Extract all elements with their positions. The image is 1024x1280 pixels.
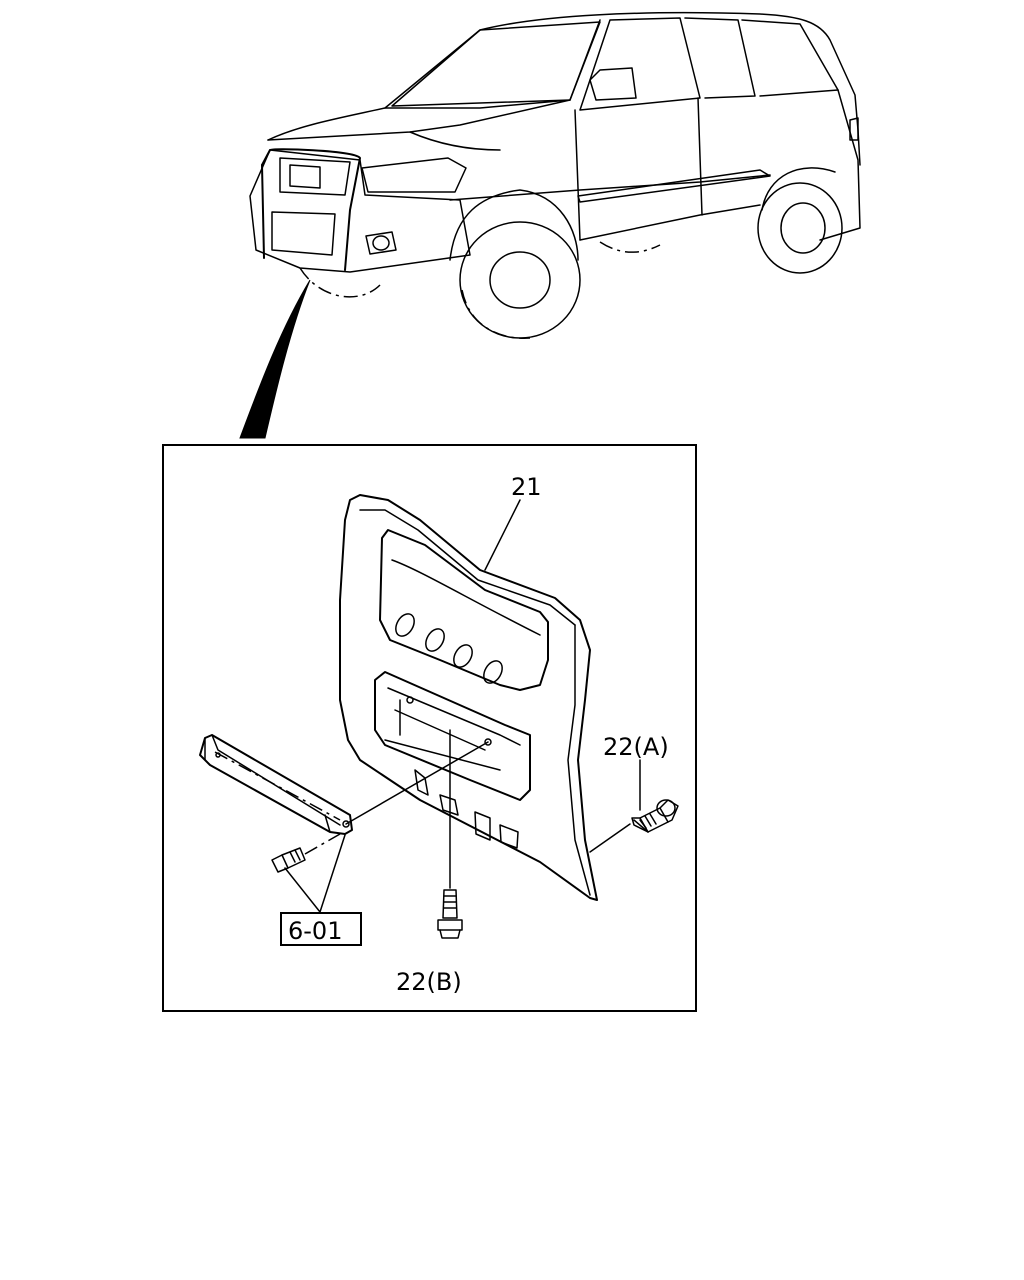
bolt-22a	[631, 799, 679, 833]
vehicle-overview	[249, 11, 861, 339]
detail-leader-pointer	[239, 279, 311, 439]
alignment-line	[345, 741, 489, 825]
leader-21	[484, 499, 521, 571]
callout-22a: 22(A)	[603, 733, 669, 761]
mounting-bracket	[199, 734, 353, 835]
bracket-bolt	[271, 833, 341, 873]
bolt-22b	[437, 889, 463, 939]
guard-panel-21	[339, 494, 598, 901]
leader-6-01	[284, 834, 346, 913]
callout-21: 21	[511, 473, 542, 501]
leader-22a-to-panel	[589, 823, 631, 853]
ref-box-frame	[280, 912, 362, 946]
callout-22b: 22(B)	[396, 968, 462, 996]
ref-box-6-01[interactable]: 6-01	[288, 917, 342, 945]
detail-frame	[162, 444, 697, 1012]
